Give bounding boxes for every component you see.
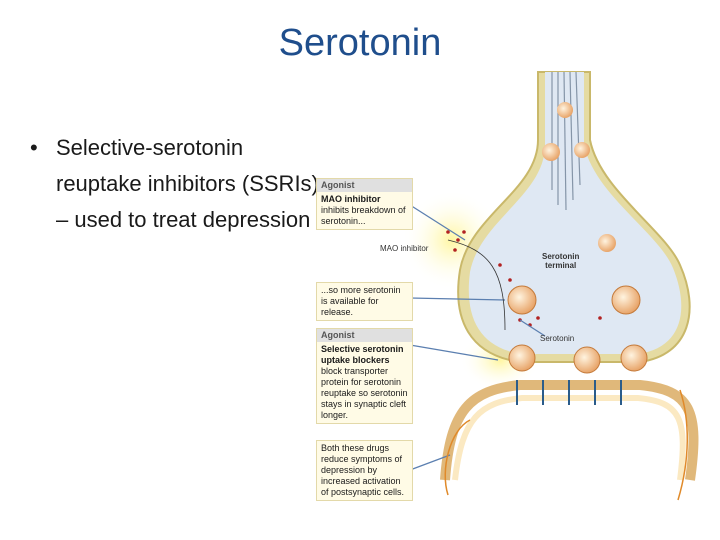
bullet-dot: • xyxy=(30,135,38,160)
slide-title: Serotonin xyxy=(278,22,442,64)
box-ssri-title: Selective serotonin uptake blockers xyxy=(321,344,404,365)
box-release-text: ...so more serotonin is available for re… xyxy=(321,285,401,317)
pointer-lines-dark xyxy=(447,239,506,331)
pointer-lines xyxy=(409,204,546,471)
label-terminal-line1: Serotonin xyxy=(542,252,580,261)
box-mao-title: MAO inhibitor xyxy=(321,194,381,204)
label-mao-inhibitor: MAO inhibitor xyxy=(380,244,429,253)
postsynaptic-inner xyxy=(452,395,686,481)
box-release: ...so more serotonin is available for re… xyxy=(316,282,413,321)
postsynaptic-membrane xyxy=(440,380,699,481)
vesicles xyxy=(507,102,648,374)
box-mao: Agonist MAO inhibitor inhibits breakdown… xyxy=(316,178,413,230)
box-mao-header: Agonist xyxy=(317,179,412,192)
signal-arrows xyxy=(444,389,689,501)
box-mao-body: MAO inhibitor inhibits breakdown of sero… xyxy=(317,192,412,229)
receptors xyxy=(516,380,622,405)
label-terminal-line2: terminal xyxy=(545,261,577,270)
box-mao-text: inhibits breakdown of serotonin... xyxy=(321,205,406,226)
terminal-interior xyxy=(468,72,682,354)
bullet-text: Selective-serotonin reuptake inhibitors … xyxy=(56,135,319,232)
box-ssri-body: Selective serotonin uptake blockers bloc… xyxy=(317,342,412,423)
box-ssri-header: Agonist xyxy=(317,329,412,342)
label-serotonin: Serotonin xyxy=(540,334,575,343)
serotonin-molecules xyxy=(446,230,602,327)
box-ssri: Agonist Selective serotonin uptake block… xyxy=(316,328,413,424)
box-outcome-text: Both these drugs reduce symptoms of depr… xyxy=(321,443,405,497)
microtubules xyxy=(551,71,581,211)
label-serotonin-terminal: Serotonin terminal xyxy=(542,252,579,270)
box-outcome: Both these drugs reduce symptoms of depr… xyxy=(316,440,413,501)
box-ssri-text: block transporter protein for serotonin … xyxy=(321,366,408,420)
